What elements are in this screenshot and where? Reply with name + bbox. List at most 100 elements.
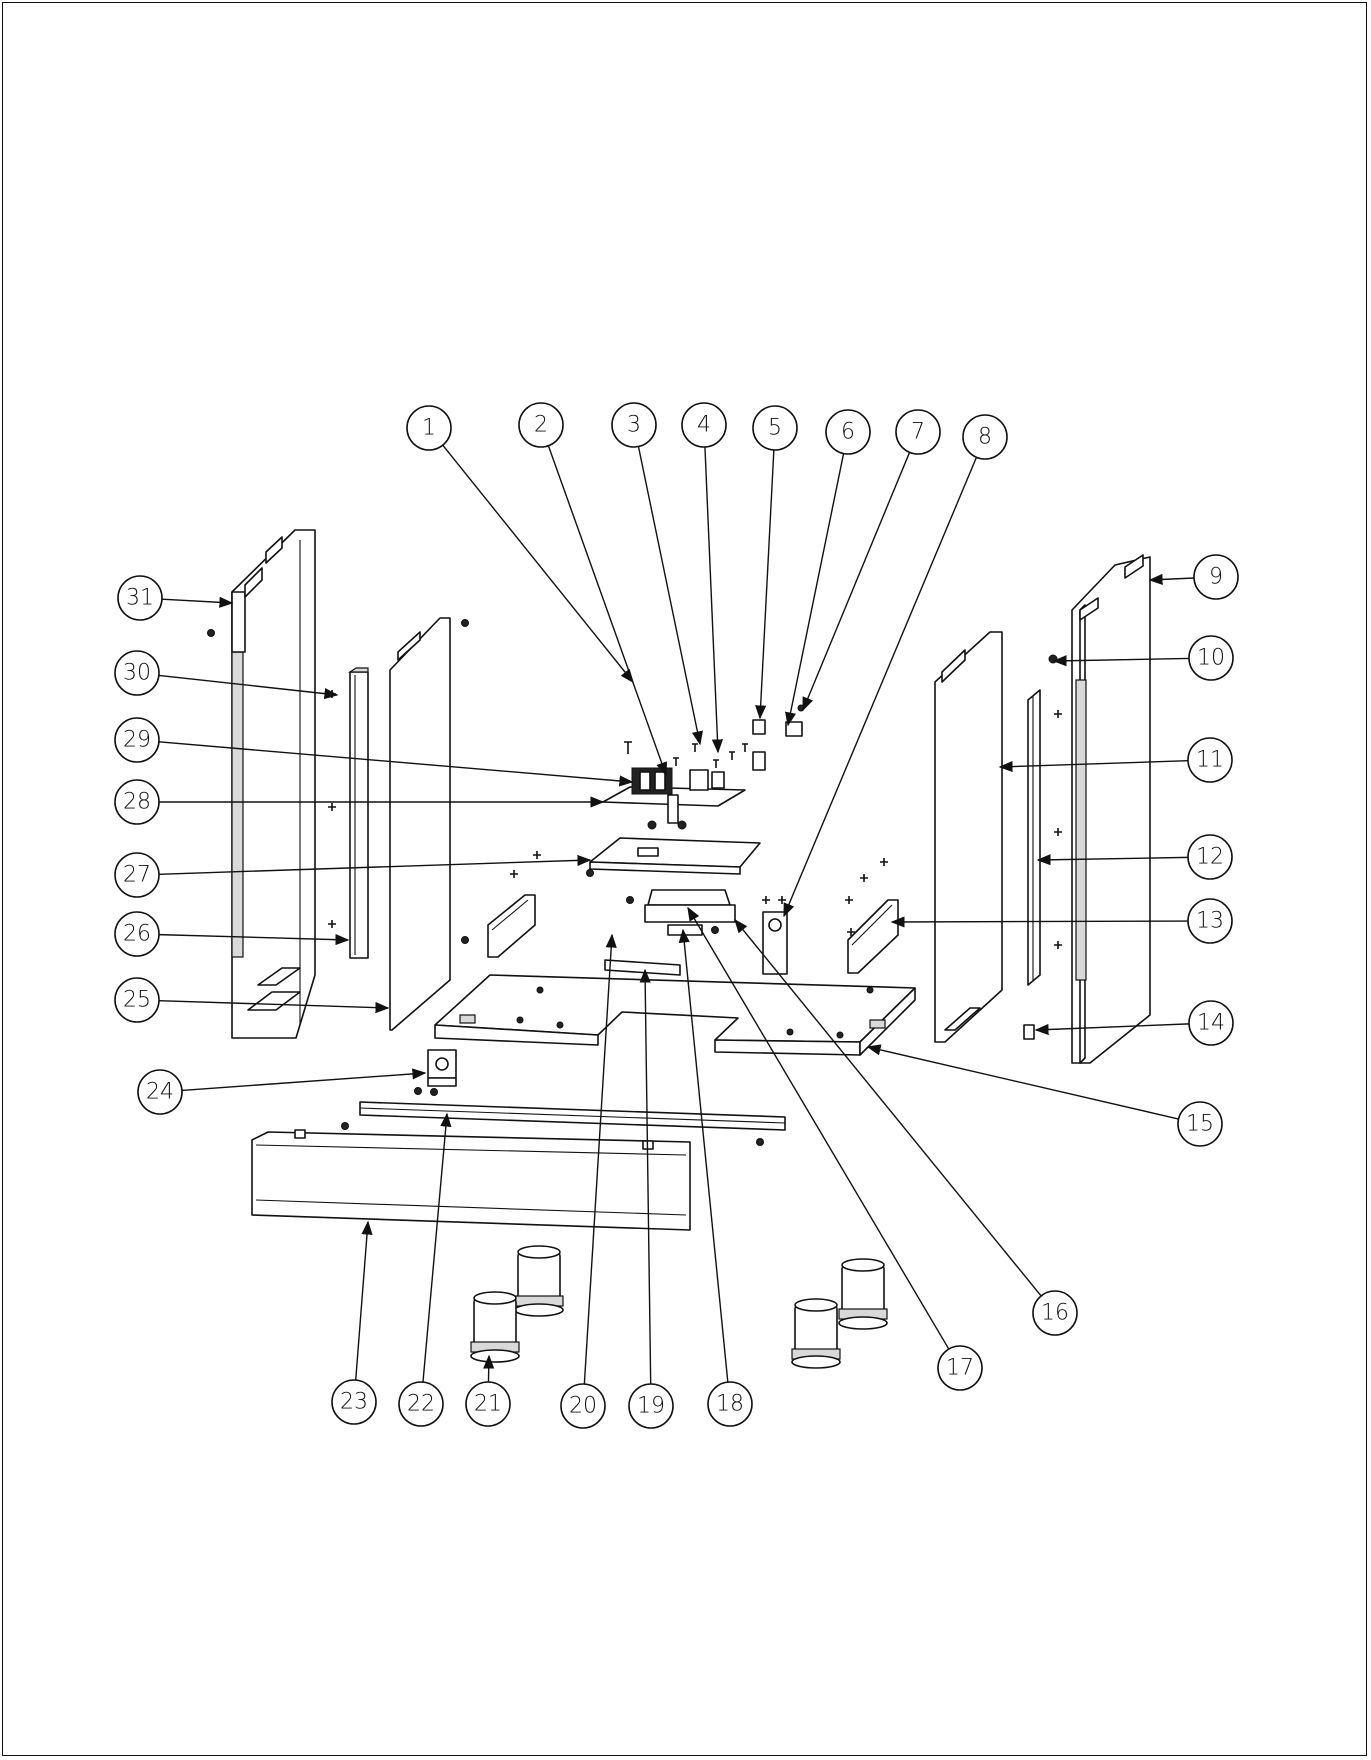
callout-9: 9 xyxy=(1193,554,1239,600)
callout-21: 21 xyxy=(465,1381,511,1427)
callout-label: 15 xyxy=(1186,1112,1214,1137)
leader-line-5 xyxy=(755,449,775,720)
callout-circle xyxy=(114,779,160,825)
callout-10: 10 xyxy=(1188,635,1234,681)
callout-label: 20 xyxy=(569,1394,597,1419)
callout-label: 14 xyxy=(1197,1011,1225,1036)
callout-circle xyxy=(1193,554,1239,600)
leader-line-9 xyxy=(1148,573,1195,586)
leader-line-24 xyxy=(181,1068,427,1092)
small-bracket xyxy=(341,1049,764,1146)
small-parts-top xyxy=(624,704,805,771)
callout-label: 23 xyxy=(340,1390,368,1415)
leader-line-8 xyxy=(783,457,978,918)
leader-line-21 xyxy=(483,1354,495,1383)
callout-13: 13 xyxy=(1187,898,1233,944)
callout-1: 1 xyxy=(406,405,452,451)
callout-17: 17 xyxy=(937,1345,983,1391)
plate-part xyxy=(762,911,788,975)
leader-line-10 xyxy=(1052,655,1190,667)
callout-label: 16 xyxy=(1041,1301,1069,1326)
callout-circle xyxy=(825,409,871,455)
right-inner-panel xyxy=(934,631,1003,1043)
leader-line-2 xyxy=(547,445,668,777)
leader-line-31 xyxy=(161,596,234,608)
callout-label: 10 xyxy=(1197,646,1225,671)
callout-circle xyxy=(1187,737,1233,783)
leader-lines xyxy=(158,444,1195,1385)
callout-circle xyxy=(465,1381,511,1427)
callout-6: 6 xyxy=(825,409,871,455)
callout-circle xyxy=(560,1383,606,1429)
leader-line-22 xyxy=(422,1112,452,1383)
parts-layer xyxy=(207,529,1151,1369)
left-bracket xyxy=(487,894,536,958)
callout-label: 27 xyxy=(123,863,151,888)
callout-circle xyxy=(1188,1000,1234,1046)
callout-circle xyxy=(114,852,160,898)
leader-line-18 xyxy=(678,928,729,1383)
callout-29: 29 xyxy=(114,717,160,763)
callout-25: 25 xyxy=(114,977,160,1023)
leader-line-12 xyxy=(1036,854,1189,866)
callout-circle xyxy=(114,650,160,696)
callout-circle xyxy=(398,1381,444,1427)
callout-2: 2 xyxy=(518,402,564,448)
callout-circle xyxy=(137,1069,183,1115)
callout-circle xyxy=(1188,635,1234,681)
callout-circle xyxy=(1187,898,1233,944)
callout-31: 31 xyxy=(117,575,163,621)
callout-14: 14 xyxy=(1188,1000,1234,1046)
leader-line-30 xyxy=(158,674,339,700)
base-tray xyxy=(434,974,916,1056)
callout-label: 17 xyxy=(946,1356,974,1381)
callout-27: 27 xyxy=(114,852,160,898)
callout-28: 28 xyxy=(114,779,160,825)
callout-label: 19 xyxy=(637,1394,665,1419)
callout-label: 5 xyxy=(768,416,782,441)
leader-line-6 xyxy=(785,453,845,727)
leader-line-7 xyxy=(802,452,911,712)
leader-line-17 xyxy=(687,906,950,1350)
callout-label: 21 xyxy=(474,1392,502,1417)
callout-7: 7 xyxy=(895,409,941,455)
callout-label: 6 xyxy=(841,420,855,445)
kick-plate xyxy=(251,1129,691,1231)
callout-label: 29 xyxy=(123,728,151,753)
leader-line-19 xyxy=(639,968,652,1385)
circuit-board xyxy=(602,767,746,830)
callout-label: 28 xyxy=(123,790,151,815)
leader-line-26 xyxy=(158,933,350,946)
callout-label: 12 xyxy=(1196,845,1224,870)
callout-label: 11 xyxy=(1196,748,1224,773)
callout-label: 9 xyxy=(1209,565,1223,590)
callout-3: 3 xyxy=(611,402,657,448)
callout-label: 31 xyxy=(126,586,154,611)
callout-20: 20 xyxy=(560,1383,606,1429)
foot xyxy=(514,1245,564,1317)
callout-label: 8 xyxy=(978,425,992,450)
leader-line-29 xyxy=(158,741,634,787)
mounting-plate xyxy=(589,837,761,875)
callout-label: 26 xyxy=(123,922,151,947)
callout-circle xyxy=(406,405,452,451)
foot xyxy=(470,1291,520,1363)
leader-line-15 xyxy=(866,1044,1179,1120)
callout-label: 4 xyxy=(697,413,711,438)
callout-circle xyxy=(707,1381,753,1427)
callout-circle xyxy=(114,977,160,1023)
callout-label: 2 xyxy=(534,413,548,438)
small-bar xyxy=(604,959,681,976)
callout-circle xyxy=(937,1345,983,1391)
leader-line-4 xyxy=(704,446,724,754)
callout-circle xyxy=(1032,1290,1078,1336)
right-vertical-strip xyxy=(1027,689,1041,986)
callout-24: 24 xyxy=(137,1069,183,1115)
callout-label: 13 xyxy=(1196,909,1224,934)
leader-line-1 xyxy=(442,444,634,684)
right-side-panel xyxy=(1071,554,1151,1064)
callout-circle xyxy=(518,402,564,448)
leveling-feet xyxy=(470,1245,888,1369)
